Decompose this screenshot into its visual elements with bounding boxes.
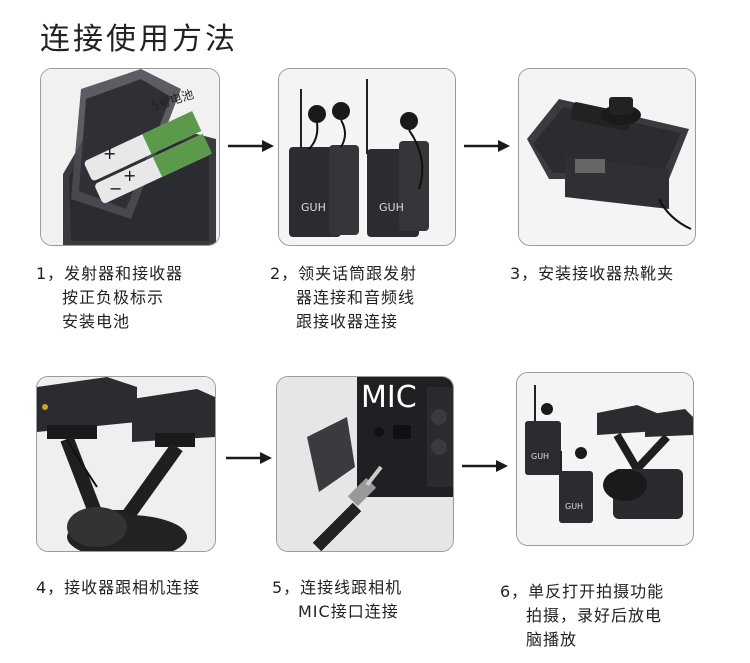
caption-step5: 5，连接线跟相机 MIC接口连接 [272,576,402,624]
caption-step6: 6，单反打开拍摄功能 拍摄，录好后放电 脑播放 [500,580,664,652]
caption-step1-line2: 按正负极标示 [62,288,165,307]
caption-step2-line3: 跟接收器连接 [296,312,399,331]
caption-step6-line3: 脑播放 [526,630,578,649]
caption-step3-line1: 3，安装接收器热靴夹 [510,264,675,283]
caption-step2-line1: 2，领夹话筒跟发射 [270,264,418,283]
caption-step5-line1: 5，连接线跟相机 [272,578,403,597]
photo-camera-bracket [36,376,216,552]
caption-step4-line1: 4，接收器跟相机连接 [36,578,201,597]
audio-jack-icon: MIC [277,377,453,551]
photo-mic-jack: MIC [276,376,454,552]
caption-step1-line3: 安装电池 [62,312,131,331]
receiver-brand-label: GUH [379,201,404,214]
caption-step2-line2: 器连接和音频线 [296,288,416,307]
caption-step6-line2: 拍摄，录好后放电 [526,606,663,625]
caption-step4: 4，接收器跟相机连接 [36,576,200,600]
svg-text:−: − [109,179,122,198]
page-title: 连接使用方法 [40,22,238,57]
caption-step1: 1，发射器和接收器 按正负极标示 安装电池 [36,262,183,334]
caption-step6-line1: 6，单反打开拍摄功能 [500,582,665,601]
caption-step2: 2，领夹话筒跟发射 器连接和音频线 跟接收器连接 [270,262,417,334]
camera-rig-icon: GUH GUH [517,373,693,545]
caption-step1-line1: 1，发射器和接收器 [36,264,184,283]
mic-port-label: MIC [361,380,417,415]
photo-hot-shoe-install [518,68,696,246]
transmitter-icon: GUH GUH [279,69,455,245]
arrow-step4-to-step5 [226,450,272,469]
camera-bracket-icon [37,377,215,551]
rig-transmitter-brand: GUH [531,452,549,461]
photo-transmitter-connect: GUH GUH [278,68,456,246]
caption-step3: 3，安装接收器热靴夹 [510,262,674,286]
transmitter-brand-label: GUH [301,201,326,214]
arrow-step2-to-step3 [464,138,510,157]
caption-step5-line2: MIC接口连接 [298,602,399,621]
battery-icon: + + − 5号电池 [41,69,219,245]
arrow-step1-to-step2 [228,138,274,157]
hot-shoe-icon [519,69,695,245]
arrow-step5-to-step6 [462,458,508,477]
photo-camera-rig: GUH GUH [516,372,694,546]
photo-battery-install: + + − 5号电池 [40,68,220,246]
rig-receiver-brand: GUH [565,502,583,511]
svg-text:+: + [123,166,136,185]
svg-text:+: + [103,144,116,163]
